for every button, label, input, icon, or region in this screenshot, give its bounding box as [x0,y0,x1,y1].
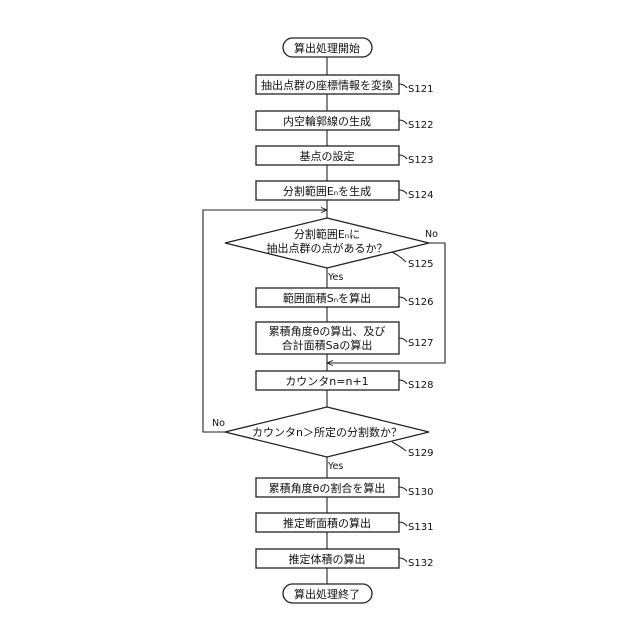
step-s127-line2: 合計面積Saの算出 [282,338,373,352]
step-s130-label: S130 [408,487,433,498]
step-s128: カウンタn=n+1 S128 [256,371,433,391]
step-s132-label: S132 [408,558,433,569]
decision-s125-yes: Yes [327,272,343,283]
step-s132: 推定体積の算出 S132 [256,549,433,569]
start-text: 算出処理開始 [294,41,360,55]
step-s122-text: 内空輪郭線の生成 [283,114,371,128]
step-s130-text: 累積角度θの割合を算出 [269,481,386,495]
step-s126: 範囲面積Sₙを算出 S126 [256,288,433,308]
decision-s125-label: S125 [408,259,433,270]
step-s126-label: S126 [408,297,433,308]
decision-s129-no: No [212,418,225,429]
decision-s125: 分割範囲Eₙに 抽出点群の点があるか？ S125 Yes No [225,218,438,283]
step-s128-text: カウンタn=n+1 [285,375,368,388]
step-s130: 累積角度θの割合を算出 S130 [256,478,433,498]
step-s131-text: 推定断面積の算出 [283,516,371,530]
decision-s125-line1: 分割範囲Eₙに [294,227,360,241]
step-s123-text: 基点の設定 [300,149,355,163]
step-s128-label: S128 [408,380,433,391]
connectors [203,57,445,584]
end-text: 算出処理終了 [294,587,360,601]
step-s124-text: 分割範囲Eₙを生成 [283,184,371,198]
step-s121-label: S121 [408,84,433,95]
step-s122: 内空輪郭線の生成 S122 [256,111,433,131]
step-s124-label: S124 [408,190,433,201]
step-s132-text: 推定体積の算出 [289,552,366,566]
end-terminal: 算出処理終了 [283,584,372,603]
start-terminal: 算出処理開始 [283,38,372,57]
decision-s125-no: No [425,229,438,240]
step-s127-label: S127 [408,338,433,349]
step-s123-label: S123 [408,155,433,166]
decision-s129-text: カウンタn＞所定の分割数か？ [252,425,402,439]
step-s131-label: S131 [408,522,433,533]
step-s127-line1: 累積角度θの算出、及び [269,324,386,338]
decision-s125-line2: 抽出点群の点があるか？ [267,241,388,255]
step-s123: 基点の設定 S123 [256,146,433,166]
step-s121-text: 抽出点群の座標情報を変換 [261,78,393,92]
decision-s129-label: S129 [408,448,433,459]
step-s131: 推定断面積の算出 S131 [256,513,433,533]
step-s126-text: 範囲面積Sₙを算出 [283,291,371,305]
step-s122-label: S122 [408,120,433,131]
step-s127: 累積角度θの算出、及び 合計面積Saの算出 S127 [256,322,433,354]
decision-s129-yes: Yes [327,461,343,472]
step-s124: 分割範囲Eₙを生成 S124 [256,181,433,201]
decision-s129: カウンタn＞所定の分割数か？ S129 Yes No [212,407,433,472]
step-s121: 抽出点群の座標情報を変換 S121 [256,75,433,95]
